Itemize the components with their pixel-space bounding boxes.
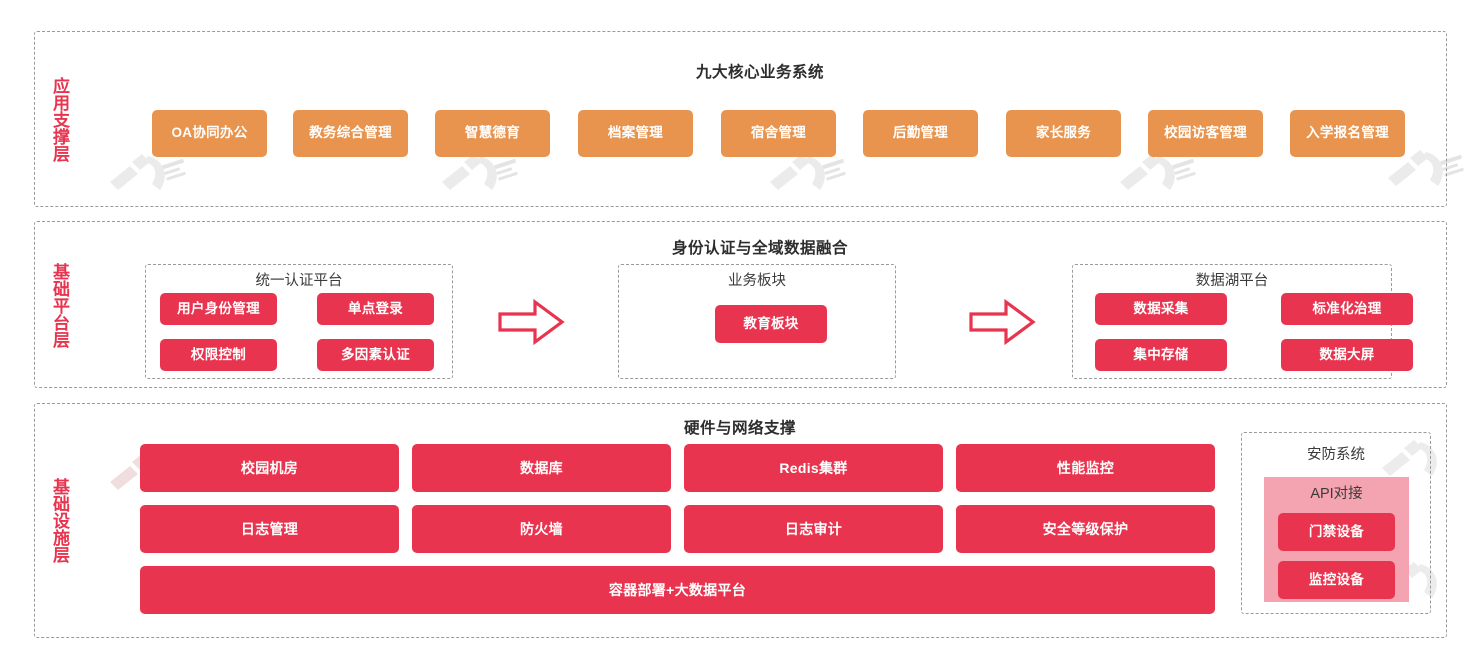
chip-academic-management[interactable]: 教务综合管理 xyxy=(293,110,408,157)
security-system-panel xyxy=(1241,432,1431,614)
chip-log-management[interactable]: 日志管理 xyxy=(140,505,399,553)
chip-oa-collaboration[interactable]: OA协同办公 xyxy=(152,110,267,157)
unified-auth-platform-panel xyxy=(145,264,453,379)
layer-caption-base-platform: 基础平台层 xyxy=(50,262,69,348)
chip-redis-cluster[interactable]: Redis集群 xyxy=(684,444,943,492)
chip-container-deployment-bigdata[interactable]: 容器部署+大数据平台 xyxy=(140,566,1215,614)
chip-smart-moral-education[interactable]: 智慧德育 xyxy=(435,110,550,157)
arrow-right-icon xyxy=(497,298,565,346)
infrastructure-layer xyxy=(34,403,1447,638)
layer-title-infrastructure: 硬件与网络支撑 xyxy=(683,420,796,437)
chip-performance-monitoring[interactable]: 性能监控 xyxy=(956,444,1215,492)
chip-education-module[interactable]: 教育板块 xyxy=(715,305,827,343)
chip-campus-visitor-management[interactable]: 校园访客管理 xyxy=(1148,110,1263,157)
data-lake-platform-title: 数据湖平台 xyxy=(1195,273,1269,289)
api-integration-title: API对接 xyxy=(1310,486,1363,502)
chip-archive-management[interactable]: 档案管理 xyxy=(578,110,693,157)
base-platform-layer xyxy=(34,221,1447,388)
chip-dormitory-management[interactable]: 宿舍管理 xyxy=(721,110,836,157)
chip-logistics-management[interactable]: 后勤管理 xyxy=(863,110,978,157)
chip-parent-service[interactable]: 家长服务 xyxy=(1006,110,1121,157)
chip-access-control-device[interactable]: 门禁设备 xyxy=(1278,513,1395,551)
layer-caption-application-support: 应用支撑层 xyxy=(50,76,69,162)
chip-enrollment-registration[interactable]: 入学报名管理 xyxy=(1290,110,1405,157)
chip-user-identity-management[interactable]: 用户身份管理 xyxy=(160,293,277,325)
chip-surveillance-device[interactable]: 监控设备 xyxy=(1278,561,1395,599)
unified-auth-platform-title: 统一认证平台 xyxy=(255,273,343,289)
chip-standardized-governance[interactable]: 标准化治理 xyxy=(1281,293,1413,325)
security-system-title: 安防系统 xyxy=(1307,447,1365,463)
application-support-layer xyxy=(34,31,1447,207)
chip-campus-server-room[interactable]: 校园机房 xyxy=(140,444,399,492)
layer-caption-infrastructure: 基础设施层 xyxy=(50,477,69,563)
chip-centralized-storage[interactable]: 集中存储 xyxy=(1095,339,1227,371)
layer-title-application-support: 九大核心业务系统 xyxy=(695,64,824,81)
chip-permission-control[interactable]: 权限控制 xyxy=(160,339,277,371)
chip-security-level-protection[interactable]: 安全等级保护 xyxy=(956,505,1215,553)
chip-multi-factor-auth[interactable]: 多因素认证 xyxy=(317,339,434,371)
chip-database[interactable]: 数据库 xyxy=(412,444,671,492)
layer-title-base-platform: 身份认证与全域数据融合 xyxy=(671,240,848,257)
business-module-panel xyxy=(618,264,896,379)
business-module-title: 业务板块 xyxy=(728,273,786,289)
chip-data-collection[interactable]: 数据采集 xyxy=(1095,293,1227,325)
chip-data-dashboard[interactable]: 数据大屏 xyxy=(1281,339,1413,371)
chip-single-sign-on[interactable]: 单点登录 xyxy=(317,293,434,325)
chip-log-audit[interactable]: 日志审计 xyxy=(684,505,943,553)
chip-firewall[interactable]: 防火墙 xyxy=(412,505,671,553)
arrow-right-icon xyxy=(968,298,1036,346)
